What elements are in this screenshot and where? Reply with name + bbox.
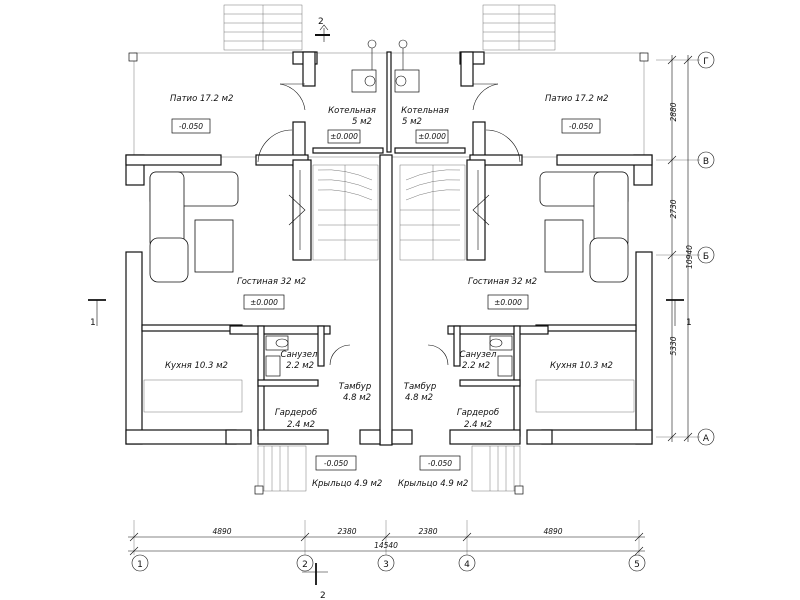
section-mark-right: 1 (666, 299, 692, 328)
boiler-left-area: 5 м2 (352, 117, 372, 127)
col-axis-3: 3 (383, 560, 389, 570)
stairs-left (288, 164, 379, 261)
living-right-level: ±0.000 (494, 298, 522, 307)
porch-left-label: Крыльцо 4.9 м2 (312, 479, 382, 489)
dim-bottom-1: 4890 (212, 527, 231, 536)
kitchen-counter-right (535, 379, 635, 413)
col-axis-1: 1 (137, 560, 143, 570)
patio-left-label: Патио 17.2 м2 (170, 94, 233, 104)
boiler-right-level: ±0.000 (418, 132, 446, 141)
row-axis-b: Б (703, 252, 709, 262)
boiler-right-area: 5 м2 (402, 117, 422, 127)
vestibule-right-name: Тамбур (404, 382, 436, 392)
boiler-units (351, 39, 420, 93)
porch-left-level: -0.050 (324, 459, 348, 468)
dim-right-total: 10940 (685, 245, 694, 269)
porch-steps-left (254, 445, 307, 495)
section-bottom-label: 2 (320, 591, 326, 600)
boiler-right-name: Котельная (401, 106, 449, 116)
patio-left-level: -0.050 (179, 122, 203, 131)
sofa-left (149, 171, 239, 283)
level-box (415, 129, 449, 144)
door-swings (257, 83, 521, 366)
walls (125, 51, 653, 446)
dim-bottom-total: 14540 (374, 541, 398, 550)
dim-right-1: 2880 (669, 102, 678, 121)
right-dimension-lines (656, 55, 700, 442)
col-axis-5: 5 (634, 560, 640, 570)
boiler-left-level: ±0.000 (330, 132, 358, 141)
section-left-label: 1 (90, 318, 96, 328)
kitchen-left-label: Кухня 10.3 м2 (165, 361, 228, 371)
bottom-dimension-lines (128, 520, 645, 556)
column-axis-markers (131, 554, 646, 572)
section-top-label: 2 (318, 17, 324, 27)
patio-right-level: -0.050 (569, 122, 593, 131)
col-axis-2: 2 (302, 560, 308, 570)
level-box (561, 118, 601, 134)
vestibule-left-name: Тамбур (339, 382, 371, 392)
wardrobe-right-name: Гардероб (457, 408, 499, 418)
stairs-right (399, 164, 490, 261)
row-axis-g: Г (703, 57, 709, 67)
bath-left-area: 2.2 м2 (286, 361, 314, 371)
level-box (171, 118, 211, 134)
bath-fixtures (265, 335, 513, 377)
bath-right-area: 2.2 м2 (462, 361, 490, 371)
kitchen-right-label: Кухня 10.3 м2 (550, 361, 613, 371)
living-right-label: Гостиная 32 м2 (468, 277, 537, 287)
dim-right-3: 5330 (669, 336, 678, 355)
porch-right-level: -0.050 (428, 459, 452, 468)
level-box (243, 294, 285, 310)
vestibule-left-area: 4.8 м2 (343, 393, 371, 403)
section-mark-top: 2 (315, 17, 330, 42)
section-right-label: 1 (686, 318, 692, 328)
dim-bottom-2: 2380 (337, 527, 356, 536)
bath-left-name: Санузел (281, 350, 318, 360)
section-mark-left: 1 (88, 299, 106, 328)
boiler-left-name: Котельная (328, 106, 376, 116)
dim-right-2: 2730 (669, 199, 678, 218)
wardrobe-left-area: 2.4 м2 (287, 420, 315, 430)
patio-steps-right (482, 4, 556, 51)
patio-right-label: Патио 17.2 м2 (545, 94, 608, 104)
wardrobe-left-name: Гардероб (275, 408, 317, 418)
dim-bottom-3: 2380 (418, 527, 437, 536)
section-mark-bottom: 2 (302, 563, 328, 600)
level-box (419, 455, 461, 471)
vestibule-right-area: 4.8 м2 (405, 393, 433, 403)
patio-steps-left (223, 4, 303, 51)
row-axis-v: В (703, 157, 709, 167)
dim-bottom-4: 4890 (543, 527, 562, 536)
wardrobe-right-area: 2.4 м2 (464, 420, 492, 430)
level-box (487, 294, 529, 310)
bath-right-name: Санузел (460, 350, 497, 360)
col-axis-4: 4 (464, 560, 470, 570)
level-box (327, 129, 361, 144)
porch-steps-right (471, 445, 524, 495)
row-axis-markers (697, 51, 715, 446)
living-left-level: ±0.000 (250, 298, 278, 307)
level-box (315, 455, 357, 471)
living-left-label: Гостиная 32 м2 (237, 277, 306, 287)
row-axis-a: А (703, 434, 710, 444)
sofa-right (539, 171, 629, 283)
kitchen-counter-left (143, 379, 243, 413)
porch-right-label: Крыльцо 4.9 м2 (398, 479, 468, 489)
